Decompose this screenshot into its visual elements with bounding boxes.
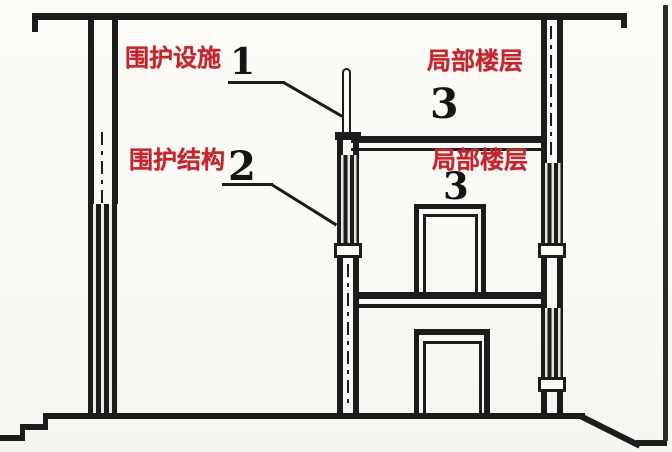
roof-slab bbox=[32, 13, 627, 20]
number-partial-floor-top: 3 bbox=[430, 80, 459, 128]
center-wall-beam-band bbox=[334, 243, 362, 258]
leader-line-2-horizontal bbox=[222, 183, 273, 186]
page-edge-line bbox=[663, 5, 668, 442]
ground-step2-riser bbox=[20, 424, 25, 439]
label-enclosure-structure: 围护结构 bbox=[129, 147, 225, 174]
roof-right-hook bbox=[621, 13, 627, 28]
center-wall-axis-line bbox=[347, 264, 349, 408]
number-partial-floor-mid: 3 bbox=[443, 164, 469, 208]
ground-door-inner-top bbox=[423, 341, 482, 344]
middle-door-inner-left bbox=[423, 214, 426, 292]
middle-door-inner-top bbox=[423, 214, 478, 217]
right-wall-hatched-section-1 bbox=[541, 163, 563, 243]
center-wall-right-line-lower bbox=[353, 258, 359, 415]
center-wall-hatched-section bbox=[337, 155, 359, 244]
middle-door-outer-left bbox=[414, 204, 419, 292]
middle-door-inner-right bbox=[475, 214, 478, 292]
left-wall-axis-line bbox=[101, 132, 103, 204]
number-enclosure-facility: 1 bbox=[230, 41, 256, 83]
ground-line-right bbox=[636, 440, 667, 446]
number-enclosure-structure: 2 bbox=[228, 143, 256, 190]
ground-door-inner-right bbox=[479, 341, 482, 415]
right-wall-beam-band-2 bbox=[538, 377, 566, 392]
ground-line bbox=[45, 413, 585, 419]
middle-floor-slab-bottom bbox=[358, 304, 542, 308]
middle-door-outer-right bbox=[481, 204, 486, 292]
right-wall-hatched-section-2 bbox=[541, 308, 563, 378]
middle-floor-slab-top bbox=[358, 292, 542, 299]
left-wall-outer-line bbox=[88, 19, 94, 204]
ground-step2-tread bbox=[0, 435, 25, 441]
ground-step1-riser bbox=[43, 413, 48, 428]
center-wall-right-line-upper bbox=[353, 133, 359, 155]
right-wall-beam-band-1 bbox=[538, 243, 566, 258]
leader-line-1-horizontal bbox=[228, 81, 285, 84]
right-wall-axis-line bbox=[550, 26, 552, 160]
ground-door-outer-right bbox=[484, 329, 490, 415]
ground-door-outer-top bbox=[414, 329, 490, 335]
upper-floor-slab-top bbox=[351, 136, 547, 143]
leader-line-1-diagonal bbox=[282, 81, 343, 118]
leader-line-2-diagonal bbox=[270, 183, 338, 227]
right-wall-left-line-upper bbox=[541, 19, 547, 163]
ground-door-inner-left bbox=[423, 341, 426, 415]
right-wall-right-line-lower bbox=[557, 392, 563, 415]
upper-floor-slab-bottom bbox=[351, 148, 547, 151]
middle-door-outer-top bbox=[414, 204, 486, 209]
center-wall-left-line-upper bbox=[337, 133, 343, 155]
center-wall-left-line-lower bbox=[337, 258, 343, 415]
label-partial-floor-top: 局部楼层 bbox=[427, 48, 523, 75]
roof-left-hook bbox=[32, 13, 38, 32]
ground-door-outer-left bbox=[414, 329, 419, 415]
center-wall-cap bbox=[335, 132, 361, 140]
left-wall-hatched-section bbox=[88, 204, 118, 413]
right-wall-right-line-upper bbox=[557, 19, 563, 163]
label-enclosure-facility: 围护设施 bbox=[125, 45, 221, 72]
label-partial-floor-mid: 局部楼层 bbox=[432, 147, 528, 174]
ground-step1-tread bbox=[20, 424, 48, 430]
ground-slope bbox=[580, 414, 642, 449]
right-wall-left-line-mid bbox=[541, 258, 547, 308]
railing-post bbox=[342, 68, 351, 134]
right-wall-right-line-mid bbox=[557, 258, 563, 308]
right-wall-left-line-lower bbox=[541, 392, 547, 415]
left-wall-inner-line bbox=[112, 19, 118, 204]
